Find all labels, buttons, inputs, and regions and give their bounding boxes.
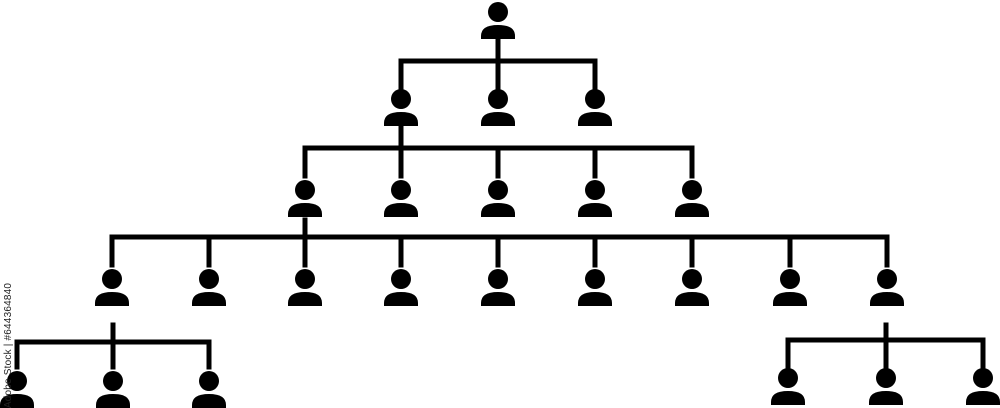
person-icon-left-team-2 — [96, 371, 130, 408]
person-icon-left-team-3 — [192, 371, 226, 408]
person-icon-level-4-2 — [192, 269, 226, 306]
person-icon-level-3-2 — [384, 180, 418, 217]
person-icon-level-4-6 — [578, 269, 612, 306]
person-icon-left-team-1 — [0, 371, 34, 408]
person-icon-level-2-3 — [578, 89, 612, 126]
person-icon-level-4-7 — [675, 269, 709, 306]
person-icon-level-3-1 — [288, 180, 322, 217]
person-icon-level-3-3 — [481, 180, 515, 217]
person-icon-level-4-3 — [288, 269, 322, 306]
person-icon-right-team-2 — [869, 368, 903, 405]
person-icon-level-4-5 — [481, 269, 515, 306]
stock-id-watermark: Adobe Stock | #644364840 — [3, 282, 15, 407]
person-icon-level-4-1 — [95, 269, 129, 306]
person-icon-level-4-8 — [773, 269, 807, 306]
person-icon-level-3-4 — [578, 180, 612, 217]
person-icon-level-4-4 — [384, 269, 418, 306]
person-icon-right-team-1 — [771, 368, 805, 405]
person-icon-level-3-5 — [675, 180, 709, 217]
person-icon-level-2-2 — [481, 89, 515, 126]
person-icon-level-2-1 — [384, 89, 418, 126]
stock-id-text: Adobe Stock | #644364840 — [3, 282, 15, 408]
person-icon-level-4-9 — [870, 269, 904, 306]
person-icon-level-1-1 — [481, 2, 515, 39]
person-icon-right-team-3 — [966, 368, 1000, 405]
